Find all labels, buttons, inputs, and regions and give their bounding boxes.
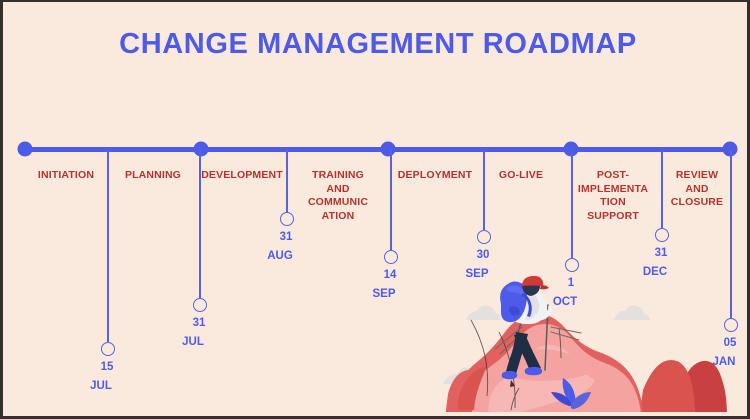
phase-drop-line <box>571 150 573 258</box>
phase-date-month: SEP <box>465 268 489 280</box>
phase-drop-line <box>483 150 485 230</box>
phase-date-day: 15 <box>100 361 114 373</box>
phase-label: DEPLOYMENT <box>397 169 473 181</box>
timeline-milestone-dot <box>193 141 209 157</box>
phase-drop-line <box>107 150 109 342</box>
phase-date-day: 1 <box>567 277 575 289</box>
phase-endpoint-circle <box>193 298 207 312</box>
phase-endpoint-circle <box>655 228 669 242</box>
phase-drop-line <box>661 150 663 228</box>
phase-drop-line <box>730 150 732 318</box>
phase-endpoint-circle <box>565 258 579 272</box>
cloud-icon <box>613 305 650 320</box>
timeline-milestone-dot <box>563 141 579 157</box>
phase-drop-line <box>199 150 201 298</box>
phase-endpoint-circle <box>724 318 738 332</box>
phase-drop-line <box>286 150 288 212</box>
timeline-milestone-dot <box>17 141 33 157</box>
page-title: CHANGE MANAGEMENT ROADMAP <box>119 28 637 60</box>
plant-icon <box>551 378 591 409</box>
phase-label: PLANNING <box>124 169 182 181</box>
phase-date-day: 31 <box>279 231 293 243</box>
phase-date-month: AUG <box>267 250 293 262</box>
phase-date-month: SEP <box>372 288 396 300</box>
phase-label: DEVELOPMENT <box>201 169 283 181</box>
timeline-axis <box>25 147 731 152</box>
phase-date-day: 14 <box>383 269 397 281</box>
phase-date-month: JUL <box>90 380 112 392</box>
phase-label: GO-LIVE <box>498 169 544 181</box>
phase-date-day: 05 <box>723 337 737 349</box>
cloud-icon <box>443 367 485 384</box>
timeline-milestone-dot <box>722 141 738 157</box>
phase-endpoint-circle <box>280 212 294 226</box>
phase-date-day: 30 <box>476 249 490 261</box>
phase-endpoint-circle <box>101 342 115 356</box>
phase-date-month: JAN <box>712 356 736 368</box>
phase-date-month: JUL <box>182 336 204 348</box>
phase-date-month: OCT <box>552 296 578 308</box>
phase-date-day: 31 <box>654 247 668 259</box>
phase-endpoint-circle <box>477 230 491 244</box>
phase-label: INITIATION <box>37 169 95 181</box>
phase-date-month: DEC <box>642 266 668 278</box>
phase-drop-line <box>390 150 392 250</box>
phase-date-day: 31 <box>192 317 206 329</box>
phase-endpoint-circle <box>384 250 398 264</box>
timeline-milestone-dot <box>380 141 396 157</box>
cloud-icon <box>466 305 501 320</box>
